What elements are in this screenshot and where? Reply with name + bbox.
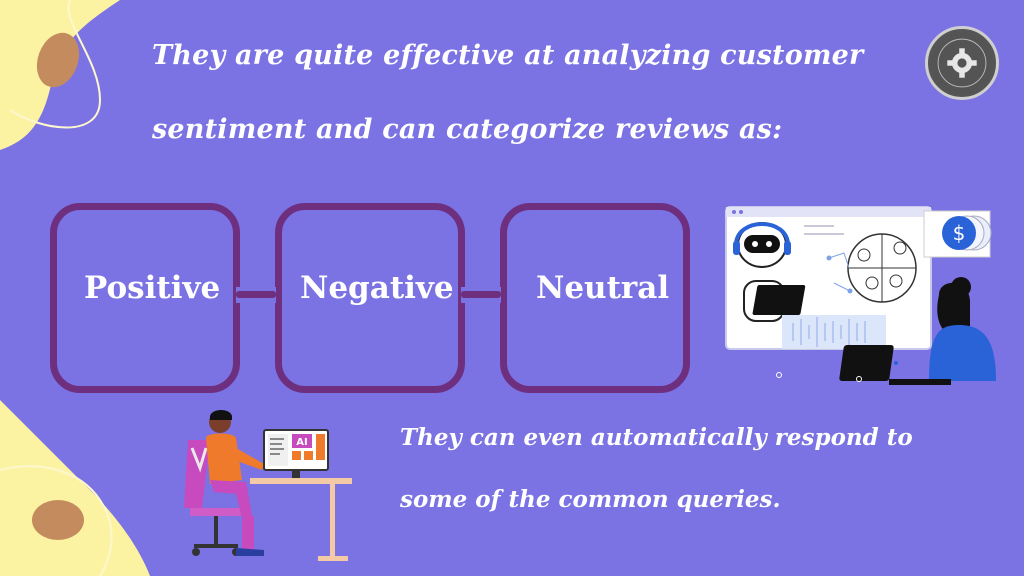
caption-line-2: some of the common queries.	[400, 486, 781, 513]
box-connector	[461, 287, 501, 303]
user-network-icon	[826, 233, 917, 303]
category-label-neutral: Neutral	[536, 270, 670, 306]
box-connector	[236, 287, 276, 303]
bottom-left-yellow-blob	[0, 400, 150, 576]
desk	[250, 478, 352, 484]
sound-wave-icon	[782, 315, 886, 349]
office-chair-icon	[184, 440, 246, 556]
woman-with-laptop-icon	[839, 277, 996, 385]
laptop-icon	[752, 285, 806, 315]
svg-text:AI: AI	[296, 437, 307, 448]
ai-monitor-icon: AI	[263, 429, 329, 478]
svg-text:$: $	[953, 221, 966, 245]
category-label-positive: Positive	[84, 270, 221, 306]
caption-line-1: They can even automatically respond to	[400, 424, 913, 451]
bottom-left-brown-oval	[32, 500, 84, 540]
top-left-curve-line	[9, 0, 102, 129]
dollar-coin-icon: $	[923, 210, 992, 258]
heading-line-2: sentiment and can categorize reviews as:	[152, 114, 783, 145]
man-developer-icon	[206, 410, 264, 556]
chatbot-support-illustration: $	[725, 206, 996, 385]
bottom-left-curve-line	[0, 465, 113, 576]
top-left-brown-oval	[36, 32, 80, 88]
category-label-negative: Negative	[300, 270, 454, 306]
company-logo-badge	[925, 26, 999, 100]
heading-line-1: They are quite effective at analyzing cu…	[152, 40, 864, 71]
developer-at-desk-illustration: AI	[184, 410, 352, 561]
top-left-yellow-blob	[0, 0, 120, 150]
category-box-neutral	[500, 203, 690, 393]
